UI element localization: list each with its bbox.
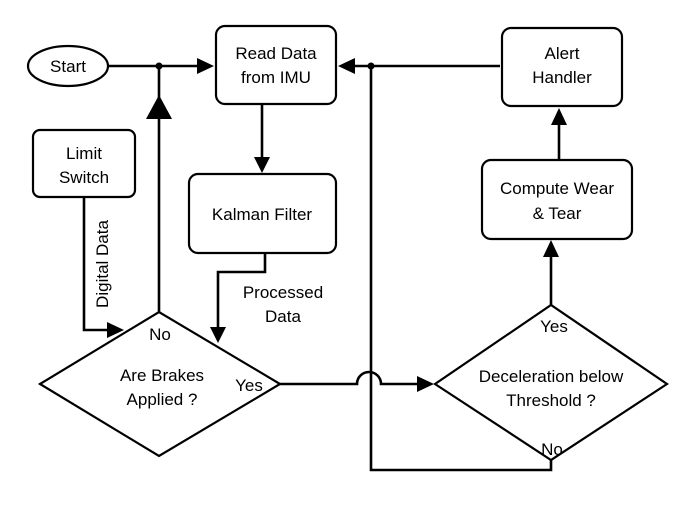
arrowhead-limit-to-brakes (107, 322, 124, 338)
node-alert-handler-line1: Alert (545, 44, 580, 63)
label-digital-data: Digital Data (93, 220, 112, 308)
arrowhead-start-to-read (197, 58, 214, 74)
node-limit-switch-line1: Limit (66, 144, 102, 163)
label-brakes-yes: Yes (235, 376, 263, 395)
node-limit-switch: Limit Switch (31, 128, 137, 199)
node-limit-switch-line2: Switch (59, 168, 109, 187)
arrowhead-brakes-yes (417, 376, 434, 392)
edge-brakes-yes (280, 370, 418, 386)
label-processed-data-line2: Data (265, 307, 301, 326)
node-kalman-filter: Kalman Filter (187, 172, 338, 255)
arrowhead-read-to-kalman (254, 157, 270, 173)
node-deceleration: Deceleration below Threshold ? (433, 303, 669, 462)
node-deceleration-line2: Threshold ? (506, 391, 596, 410)
node-deceleration-line1: Deceleration below (479, 367, 624, 386)
edge-kalman-to-brakes (216, 253, 267, 330)
node-read-data: Read Data from IMU (214, 24, 338, 106)
node-brakes-applied-line2: Applied ? (127, 390, 198, 409)
arrowhead-decel-no (338, 58, 355, 74)
node-compute-wear-line2: & Tear (533, 204, 582, 223)
arrowhead-decel-yes (543, 240, 559, 257)
label-decel-no: No (541, 440, 563, 459)
node-start: Start (26, 44, 110, 88)
arrowhead-kalman-to-brakes (210, 327, 226, 343)
node-read-data-line1: Read Data (235, 44, 317, 63)
node-read-data-line2: from IMU (241, 68, 311, 87)
label-brakes-no: No (149, 325, 171, 344)
node-start-label: Start (50, 57, 86, 76)
node-alert-handler: Alert Handler (500, 26, 624, 108)
arrowhead-compute-to-alert (551, 108, 567, 125)
label-processed-data-line1: Processed (243, 283, 323, 302)
node-alert-handler-line2: Handler (532, 68, 592, 87)
label-decel-yes: Yes (540, 317, 568, 336)
node-compute-wear: Compute Wear & Tear (480, 158, 634, 241)
node-brakes-applied: Are Brakes Applied ? (37, 310, 283, 458)
node-brakes-applied-line1: Are Brakes (120, 366, 204, 385)
edge-limit-to-brakes (82, 197, 108, 332)
edge-decel-no (354, 64, 553, 472)
node-compute-wear-line1: Compute Wear (500, 179, 614, 198)
node-kalman-filter-label: Kalman Filter (212, 205, 312, 224)
